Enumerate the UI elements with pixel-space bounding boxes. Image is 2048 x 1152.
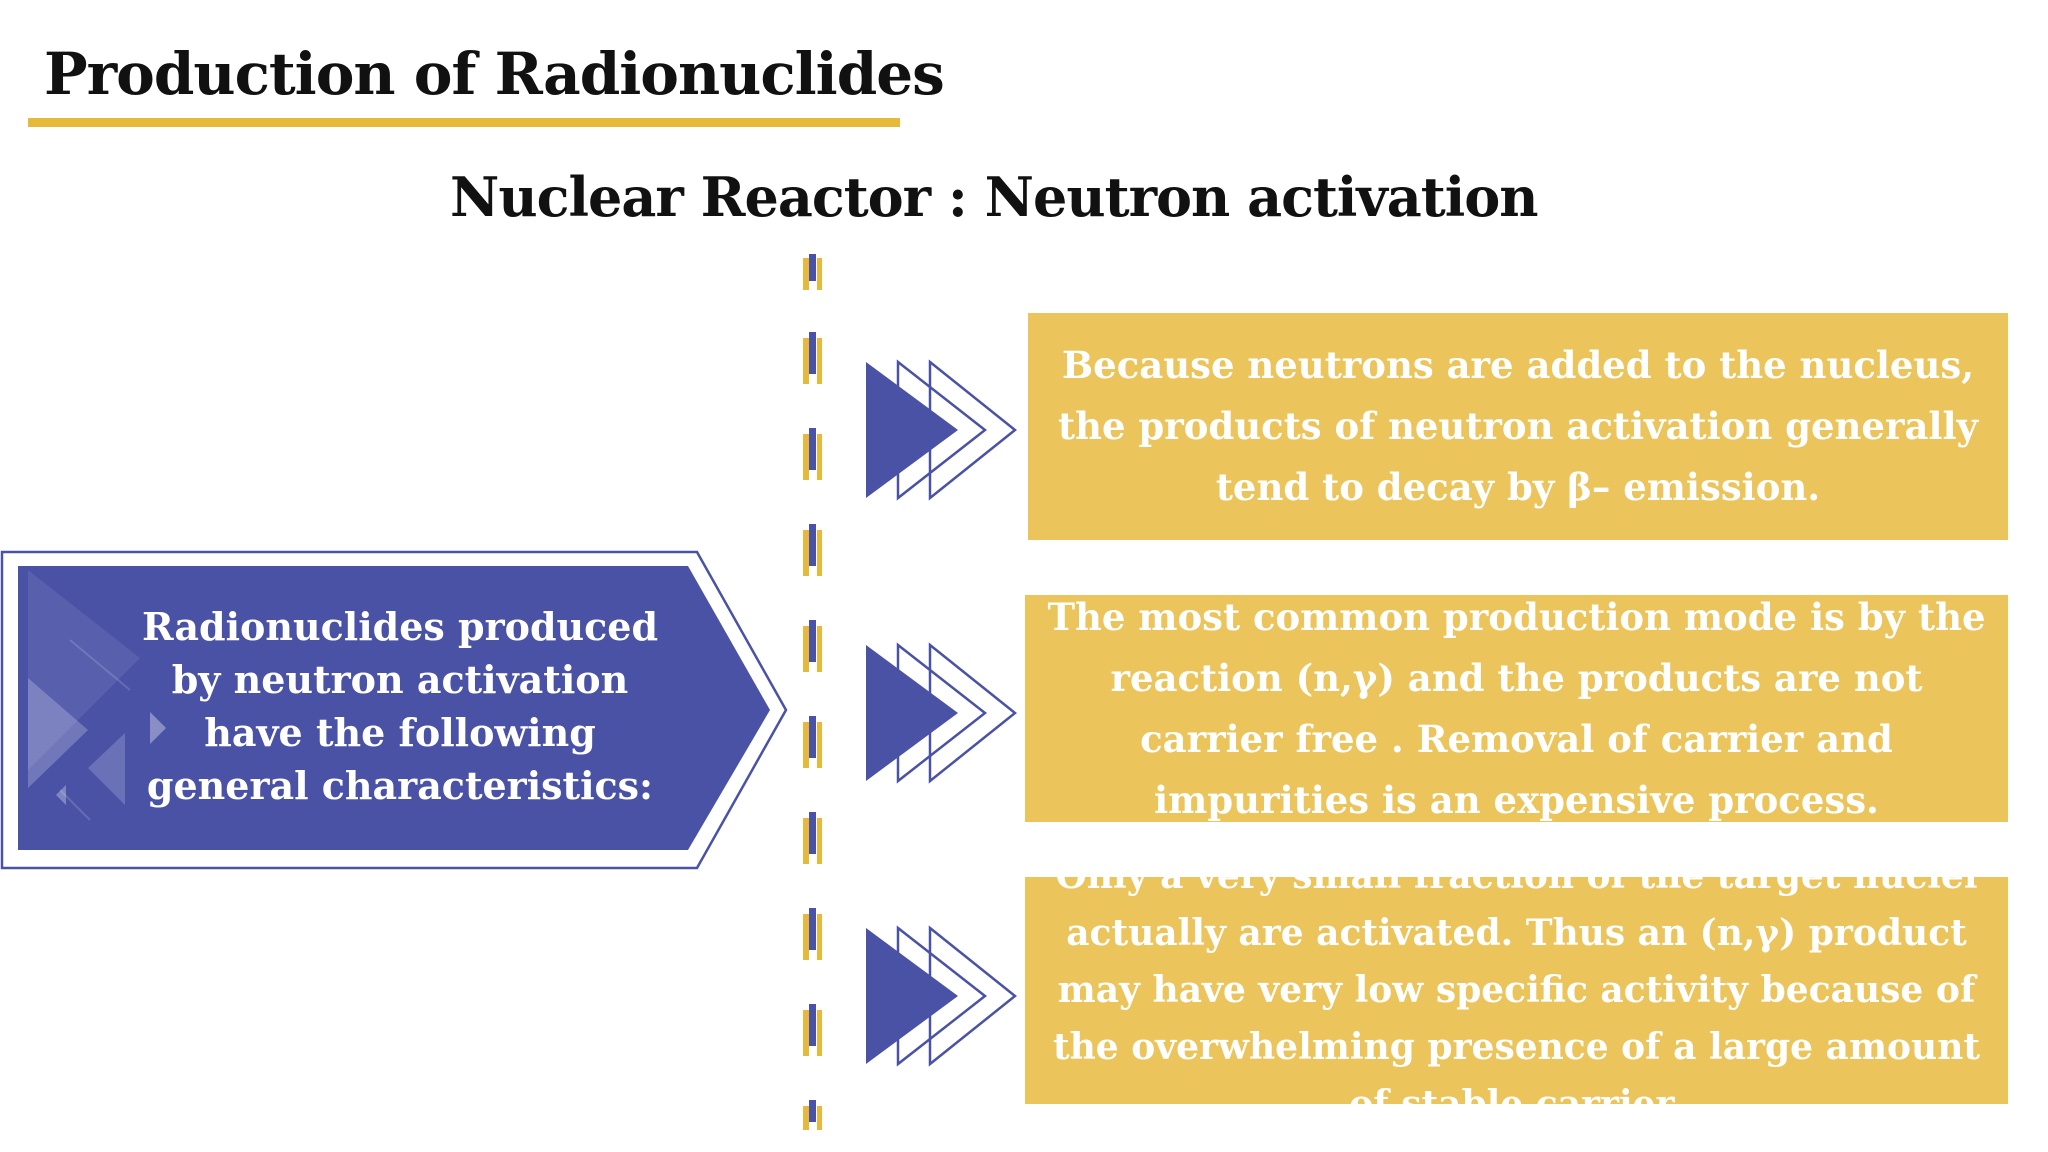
- deco-triangle-icon: [28, 570, 140, 770]
- slide-title: Production of Radionuclides: [44, 40, 945, 108]
- info-box-text: Only a very small fraction of the target…: [1052, 855, 1981, 1125]
- deco-triangle-icon: [56, 785, 66, 805]
- deco-triangle-icon: [150, 712, 166, 744]
- info-box-text: Because neutrons are added to the nucleu…: [1057, 343, 1979, 509]
- info-box-text: The most common production mode is by th…: [1047, 594, 1986, 822]
- chevron-arrow-icon: [866, 359, 1018, 501]
- slide-subtitle: Nuclear Reactor : Neutron activation: [450, 165, 1539, 229]
- dashed-divider: [803, 254, 822, 1130]
- deco-line: [59, 789, 91, 821]
- left-arrow-panel: [0, 550, 788, 870]
- deco-line: [69, 639, 131, 691]
- chevron-arrow-icon: [866, 642, 1018, 784]
- info-box-2: The most common production mode is by th…: [1025, 595, 2008, 822]
- info-box-3: Only a very small fraction of the target…: [1025, 855, 2008, 1125]
- chevron-arrow-icon: [866, 925, 1018, 1067]
- deco-triangle-icon: [28, 678, 88, 788]
- left-panel-outline: [0, 550, 788, 870]
- left-panel-fill: [18, 566, 770, 850]
- info-box-1: Because neutrons are added to the nucleu…: [1028, 313, 2008, 540]
- title-underline: [28, 118, 900, 127]
- deco-triangle-icon: [88, 733, 125, 805]
- left-panel-text: Radionuclides produced by neutron activa…: [141, 604, 659, 808]
